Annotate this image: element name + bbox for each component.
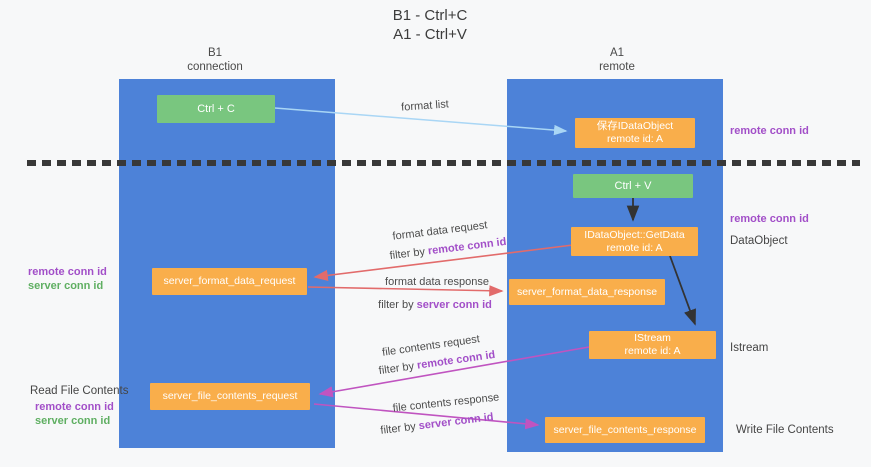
save-dataobject-line2: remote id: A <box>606 133 664 145</box>
lifeline-header-a1: A1 remote <box>547 46 687 74</box>
read-file-contents-label: Read File Contents <box>30 385 129 397</box>
lifeline-b1-name: B1 <box>207 47 223 59</box>
title-line-2: A1 - Ctrl+V <box>393 26 467 43</box>
istream-box: IStream remote id: A <box>589 331 716 359</box>
ctrl-v-label: Ctrl + V <box>614 179 652 192</box>
ctrl-c-action-box: Ctrl + C <box>157 95 275 123</box>
format-list-text: format list <box>400 98 450 114</box>
server-format-data-request-label: server_format_data_request <box>163 275 296 287</box>
remote-conn-id-text: remote conn id <box>427 235 507 258</box>
dataobject-label: DataObject <box>730 235 788 247</box>
filter-by-server-conn-id-label-1: filter by server conn id <box>378 299 492 311</box>
format-data-response-text: format data response <box>385 276 489 288</box>
filter-by-server-conn-id-label-2: filter by server conn id <box>380 411 494 437</box>
left-conn-id-labels-1: remote conn id server conn id <box>28 265 107 293</box>
server-format-data-response-box: server_format_data_response <box>509 279 665 305</box>
save-dataobject-box: 保存IDataObject remote id: A <box>575 118 695 148</box>
file-contents-response-text: file contents response <box>392 391 500 415</box>
filter-by-text: filter by <box>389 245 426 263</box>
left-remote-conn-id-1: remote conn id <box>28 266 107 278</box>
istream-line2: remote id: A <box>624 345 681 357</box>
server-file-contents-response-label: server_file_contents_response <box>553 423 697 436</box>
lifeline-a1-role: remote <box>599 61 635 73</box>
right-remote-conn-id-2: remote conn id <box>730 213 809 225</box>
left-server-conn-id-1: server conn id <box>28 280 104 292</box>
save-dataobject-line1: 保存IDataObject <box>596 120 674 132</box>
idataobject-getdata-box: IDataObject::GetData remote id: A <box>571 227 698 256</box>
istream-side-label: Istream <box>730 342 769 354</box>
server-conn-id-text: server conn id <box>418 411 495 433</box>
lifeline-b1-role: connection <box>187 61 243 73</box>
write-file-contents-label: Write File Contents <box>736 424 834 436</box>
server-file-contents-request-label: server_file_contents_request <box>162 390 298 402</box>
left-remote-conn-id-2: remote conn id <box>35 401 114 413</box>
getdata-line1: IDataObject::GetData <box>584 228 685 241</box>
left-conn-id-labels-2: remote conn id server conn id <box>35 400 114 428</box>
left-server-conn-id-2: server conn id <box>35 415 111 427</box>
right-remote-conn-id-1: remote conn id <box>730 125 809 137</box>
ctrl-c-label: Ctrl + C <box>197 102 235 115</box>
title-line-1: B1 - Ctrl+C <box>392 7 468 24</box>
filter-by-text: filter by <box>378 299 414 311</box>
lifeline-header-b1: B1 connection <box>145 46 285 74</box>
server-file-contents-request-box: server_file_contents_request <box>150 383 310 410</box>
filter-by-text: filter by <box>379 420 417 437</box>
istream-line1: IStream <box>634 332 671 344</box>
getdata-line2: remote id: A <box>606 241 663 254</box>
ctrl-v-action-box: Ctrl + V <box>573 174 693 198</box>
phase-divider-dashed-line <box>27 160 860 166</box>
lifeline-a1-name: A1 <box>609 47 625 59</box>
format-data-response-label: format data response <box>385 276 489 288</box>
file-contents-response-label: file contents response <box>392 391 500 414</box>
server-format-data-request-box: server_format_data_request <box>152 268 307 295</box>
server-conn-id-text: server conn id <box>416 299 492 311</box>
diagram-title: B1 - Ctrl+C A1 - Ctrl+V <box>0 6 860 44</box>
server-file-contents-response-box: server_file_contents_response <box>545 417 705 443</box>
format-list-label: format list <box>401 98 449 113</box>
filter-by-text: filter by <box>378 360 415 378</box>
server-format-data-response-label: server_format_data_response <box>516 285 658 298</box>
